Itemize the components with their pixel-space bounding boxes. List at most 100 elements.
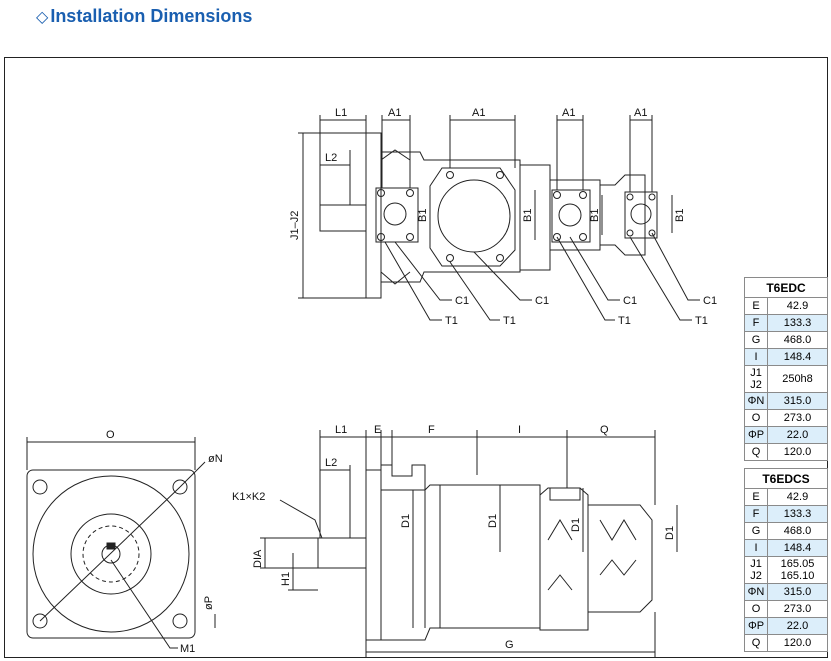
row-value: 273.0 bbox=[767, 409, 828, 427]
dim-n bbox=[39, 486, 181, 622]
label-p: øP bbox=[203, 596, 215, 610]
front-pilot bbox=[32, 475, 190, 633]
row-key: I bbox=[744, 539, 768, 557]
row-key: F bbox=[744, 505, 768, 523]
label-b1-4: B1 bbox=[674, 209, 686, 222]
label-b1-1: B1 bbox=[417, 209, 429, 222]
label-k: K1×K2 bbox=[232, 491, 265, 503]
front-view bbox=[26, 437, 216, 649]
label-n: øN bbox=[208, 453, 223, 465]
leader-c1t1-1 bbox=[384, 241, 452, 321]
row-value: 273.0 bbox=[767, 600, 828, 618]
side-body bbox=[380, 484, 541, 641]
leader-m1 bbox=[110, 559, 178, 649]
label-o: O bbox=[106, 429, 115, 441]
label-d1-4: D1 bbox=[664, 526, 676, 540]
row-key: ΦN bbox=[744, 583, 768, 601]
label-d1-2: D1 bbox=[487, 514, 499, 528]
side-flange bbox=[365, 469, 382, 641]
top-port-4-bore bbox=[630, 203, 652, 225]
row-value: 42.9 bbox=[767, 297, 828, 315]
row-value: 133.3 bbox=[767, 505, 828, 523]
row-value: 22.0 bbox=[767, 426, 828, 444]
top-port-3 bbox=[551, 189, 591, 243]
row-value: 42.9 bbox=[767, 488, 828, 506]
top-port-2-bore bbox=[437, 179, 511, 253]
row-value: 148.4 bbox=[767, 539, 828, 557]
table-model: T6EDC bbox=[744, 277, 828, 298]
leader-c1t1-4 bbox=[629, 232, 700, 321]
row-key: ΦN bbox=[744, 392, 768, 410]
top-port-3-bore bbox=[558, 203, 582, 227]
side-mid-ribs bbox=[547, 519, 573, 591]
label-d1-1: D1 bbox=[400, 514, 412, 528]
row-value: 315.0 bbox=[767, 392, 828, 410]
label-b1-3: B1 bbox=[589, 209, 601, 222]
row-value: 468.0 bbox=[767, 522, 828, 540]
label-c1-3: C1 bbox=[623, 295, 637, 307]
row-value: 315.0 bbox=[767, 583, 828, 601]
label-l1-side: L1 bbox=[335, 424, 347, 436]
side-mid-body bbox=[539, 487, 589, 631]
label-a1-3: A1 bbox=[562, 107, 575, 119]
row-key: E bbox=[744, 488, 768, 506]
top-port-1 bbox=[375, 187, 419, 243]
label-d1-3: D1 bbox=[570, 518, 582, 532]
label-j1j2: J1–J2 bbox=[289, 211, 301, 240]
row-value: 133.3 bbox=[767, 314, 828, 332]
label-t1-1: T1 bbox=[445, 315, 458, 327]
row-key: J1 J2 bbox=[744, 556, 768, 584]
label-q: Q bbox=[600, 424, 609, 436]
label-a1-1: A1 bbox=[388, 107, 401, 119]
table-model: T6EDCS bbox=[744, 468, 828, 489]
page-title: ◇Installation Dimensions bbox=[36, 6, 252, 27]
side-view bbox=[260, 430, 678, 658]
top-rear-body bbox=[599, 174, 646, 256]
label-t1-4: T1 bbox=[695, 315, 708, 327]
leader-k bbox=[279, 499, 323, 539]
row-key: ΦP bbox=[744, 617, 768, 635]
row-key: G bbox=[744, 331, 768, 349]
label-a1-2: A1 bbox=[472, 107, 485, 119]
row-key: F bbox=[744, 314, 768, 332]
label-m1: M1 bbox=[180, 643, 195, 655]
side-flange-top bbox=[381, 464, 426, 491]
top-body bbox=[380, 151, 521, 283]
row-value: 148.4 bbox=[767, 348, 828, 366]
label-a1-4: A1 bbox=[634, 107, 647, 119]
top-view bbox=[298, 115, 700, 321]
row-key: O bbox=[744, 409, 768, 427]
label-h1: H1 bbox=[280, 572, 292, 586]
row-value: 120.0 bbox=[767, 443, 828, 461]
label-e: E bbox=[374, 424, 381, 436]
label-f: F bbox=[428, 424, 435, 436]
front-flange bbox=[26, 469, 196, 639]
label-l1-top: L1 bbox=[335, 107, 347, 119]
top-port-2 bbox=[429, 167, 516, 267]
label-t1-2: T1 bbox=[503, 315, 516, 327]
row-key: Q bbox=[744, 634, 768, 652]
label-g: G bbox=[505, 639, 514, 651]
side-rear-ribs bbox=[599, 519, 637, 576]
page-title-text: Installation Dimensions bbox=[50, 6, 253, 26]
top-shaft bbox=[319, 204, 367, 232]
top-port-4 bbox=[624, 191, 658, 239]
row-key: I bbox=[744, 348, 768, 366]
row-value: 22.0 bbox=[767, 617, 828, 635]
top-flange bbox=[365, 132, 382, 299]
row-value: 120.0 bbox=[767, 634, 828, 652]
side-shaft bbox=[317, 537, 367, 569]
row-value: 165.05 165.10 bbox=[767, 556, 828, 584]
label-dia: DIA bbox=[252, 549, 264, 568]
top-port-1-bore bbox=[383, 202, 407, 226]
label-t1-3: T1 bbox=[618, 315, 631, 327]
side-rear-body bbox=[587, 504, 653, 613]
label-c1-2: C1 bbox=[535, 295, 549, 307]
leader-c1t1-2 bbox=[449, 251, 532, 321]
diamond-marker: ◇ bbox=[36, 9, 49, 26]
row-value: 250h8 bbox=[767, 365, 828, 393]
row-key: E bbox=[744, 297, 768, 315]
